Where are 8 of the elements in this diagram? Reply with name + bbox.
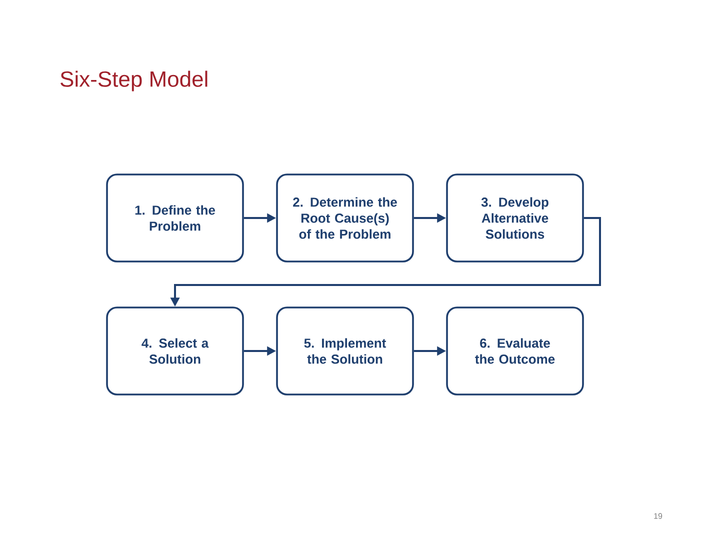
page-number: 19 (654, 513, 662, 519)
process-box: 3. Develop Alternative Solutions (446, 174, 584, 262)
slide-title: Six-Step Model (60, 70, 208, 92)
process-box: 1. Define the Problem (106, 174, 244, 262)
process-box: 5. Implement the Solution (276, 306, 414, 396)
process-box: 2. Determine the Root Cause(s) of the Problem (276, 174, 414, 262)
process-box: 4. Select a Solution (106, 306, 244, 396)
process-box: 6. Evaluate the Outcome (446, 306, 584, 396)
